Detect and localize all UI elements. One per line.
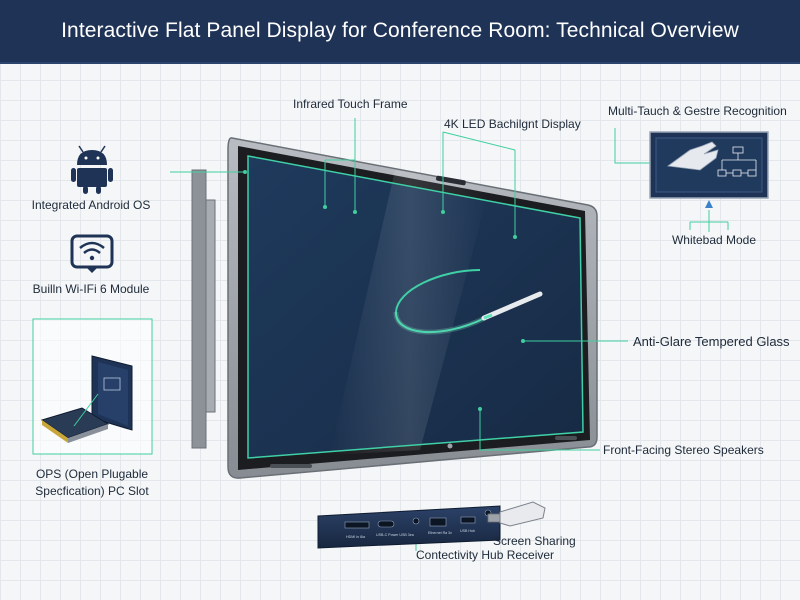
- svg-text:Ethernet Ra 3x: Ethernet Ra 3x: [428, 531, 452, 535]
- svg-text:USB-C Power USB 3ea: USB-C Power USB 3ea: [376, 533, 414, 537]
- label-infrared-touch-frame: Infrared Touch Frame: [293, 97, 408, 111]
- label-ops-slot-line1: OPS (Open Plugable: [35, 467, 149, 481]
- label-led-display: 4K LED Bachilgnt Display: [444, 117, 581, 131]
- label-anti-glare: Anti-Glare Tempered Glass: [633, 334, 790, 349]
- svg-text:HDMI In 8ia: HDMI In 8ia: [346, 535, 365, 539]
- label-wifi-module: Builln Wi-IFi 6 Module: [32, 282, 150, 296]
- label-android-os: Integrated Android OS: [31, 198, 151, 212]
- svg-text:USB Hub: USB Hub: [460, 529, 475, 533]
- wall-mount-bracket: [191, 169, 216, 449]
- label-whiteboard-mode: Whitebad Mode: [671, 233, 757, 247]
- callout-dots: [243, 170, 525, 411]
- label-ops-slot-line2: Specfication) PC Slot: [35, 484, 149, 498]
- connectivity-hub: HDMI In 8ia USB-C Power USB 3ea Ethernet…: [317, 501, 546, 549]
- infrared-touch-frame: [247, 155, 584, 459]
- stylus-icon: [393, 269, 543, 335]
- ops-slot-illustration: [32, 318, 153, 455]
- flat-panel-display: [227, 137, 598, 479]
- label-multitouch: Multi-Tauch & Gestre Recognition: [608, 104, 787, 118]
- wifi-tablet-icon: [70, 234, 114, 273]
- label-screen-sharing: Screen Sharing: [493, 534, 576, 548]
- header-bar: Interactive Flat Panel Display for Confe…: [0, 0, 800, 64]
- label-speakers: Front-Facing Stereo Speakers: [603, 443, 764, 457]
- page-title: Interactive Flat Panel Display for Confe…: [61, 19, 739, 42]
- whiteboard-hand-icon: [649, 131, 769, 199]
- label-hub-receiver: Contectivity Hub Receiver: [416, 548, 555, 562]
- android-icon: [71, 145, 113, 194]
